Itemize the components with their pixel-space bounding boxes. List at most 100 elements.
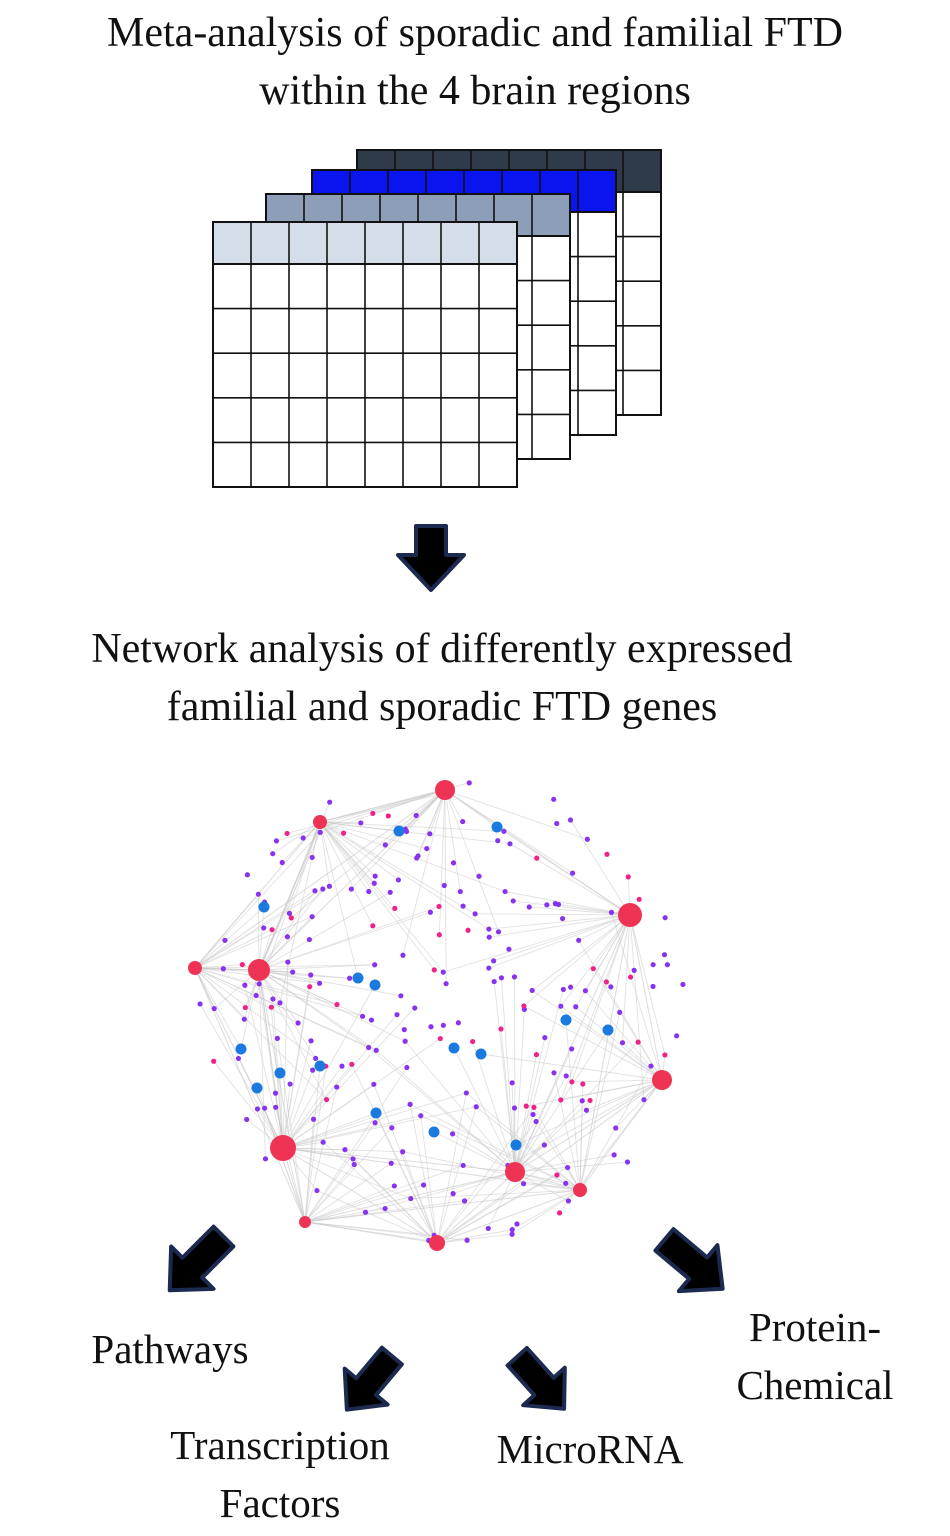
network-node	[440, 969, 446, 975]
network-node	[285, 959, 291, 965]
network-edge	[365, 1171, 516, 1213]
network-node	[569, 1079, 575, 1085]
network-node	[443, 981, 449, 987]
network-node	[310, 1067, 316, 1073]
network-node	[450, 860, 457, 866]
network-node	[317, 829, 323, 835]
network-node	[556, 1210, 563, 1216]
network-edge	[258, 969, 369, 1048]
network-node	[564, 1164, 571, 1171]
network-node	[348, 886, 354, 892]
network-edge	[480, 1053, 663, 1081]
network-edge	[475, 913, 631, 916]
network-edge	[282, 1147, 581, 1191]
network-node	[222, 937, 228, 943]
network-node	[486, 965, 492, 971]
network-edge	[319, 821, 506, 893]
network-edge	[258, 888, 324, 971]
network-edge	[560, 1005, 663, 1081]
protein-chemical-label: Protein- Chemical	[736, 1304, 894, 1408]
network-node	[254, 1106, 261, 1112]
network-node	[680, 981, 686, 988]
network-edge	[443, 914, 631, 973]
network-edge	[194, 888, 324, 969]
network-edge	[282, 962, 289, 1149]
network-edge	[194, 890, 316, 969]
network-edge	[304, 1189, 581, 1223]
network-node	[521, 1003, 527, 1009]
network-node	[274, 1035, 281, 1041]
network-analysis-title: Network analysis of differently expresse…	[12, 620, 872, 736]
network-node	[334, 1001, 340, 1008]
network-node	[261, 925, 267, 931]
network-node	[573, 1004, 579, 1010]
network-node	[611, 1152, 617, 1158]
down-arrow-icon	[396, 524, 466, 592]
network-node	[413, 812, 419, 819]
network-node-blue	[491, 821, 503, 833]
network-node	[584, 836, 590, 842]
network-edge	[575, 1006, 663, 1081]
network-node	[470, 1038, 476, 1045]
network-node	[349, 1061, 355, 1067]
network-edge	[319, 821, 399, 881]
network-node	[523, 1103, 529, 1109]
network-node	[312, 888, 318, 894]
network-node	[270, 851, 276, 857]
network-edge	[402, 1151, 438, 1244]
network-edge	[523, 1005, 663, 1081]
network-edge	[258, 832, 321, 971]
network-node	[466, 780, 472, 786]
network-hub-node	[573, 1183, 587, 1197]
network-hub-node	[429, 1235, 445, 1251]
network-edge	[436, 1229, 513, 1244]
network-edge	[258, 789, 446, 971]
network-node-blue	[274, 1067, 286, 1079]
network-node	[244, 1116, 250, 1123]
network-edge	[282, 1115, 421, 1149]
network-node	[394, 1012, 400, 1018]
network-edge	[282, 1103, 411, 1149]
transcription-factors-label: Transcription Factors	[170, 1422, 390, 1526]
network-edge	[436, 1171, 516, 1244]
network-node	[372, 962, 378, 968]
network-edge	[512, 1189, 581, 1231]
network-node	[326, 883, 332, 889]
network-analysis-title-line1: Network analysis of differently expresse…	[91, 626, 793, 672]
network-node	[514, 1221, 520, 1227]
network-edge	[436, 1107, 535, 1244]
network-node	[509, 1227, 515, 1233]
network-edge	[420, 1115, 438, 1244]
network-node	[662, 915, 668, 921]
network-edge	[553, 1072, 581, 1191]
network-edge	[409, 1104, 438, 1244]
network-node	[288, 915, 294, 921]
network-node	[498, 975, 505, 981]
network-edge	[514, 1171, 581, 1191]
network-node	[441, 882, 447, 889]
network-edge	[304, 1165, 464, 1223]
network-node	[563, 1180, 569, 1186]
network-node	[387, 889, 393, 895]
network-node	[400, 1149, 406, 1155]
network-edge	[289, 821, 321, 914]
network-node	[241, 1016, 247, 1022]
network-edge	[282, 1083, 375, 1149]
network-edge	[304, 1185, 395, 1223]
network-hub-node	[270, 1135, 296, 1161]
network-node	[197, 1001, 203, 1007]
network-edge	[535, 1121, 581, 1191]
network-node	[455, 1020, 461, 1026]
network-edge	[436, 1079, 663, 1244]
network-edge	[505, 891, 631, 916]
network-node	[389, 1125, 395, 1131]
network-node	[510, 898, 516, 904]
network-node	[412, 1005, 418, 1011]
network-node	[242, 982, 248, 988]
network-edge	[489, 914, 631, 938]
network-edge	[511, 1189, 581, 1235]
network-edge	[514, 1114, 534, 1173]
network-edge	[304, 1164, 355, 1223]
network-edge	[531, 990, 663, 1081]
network-edge	[258, 969, 306, 1223]
